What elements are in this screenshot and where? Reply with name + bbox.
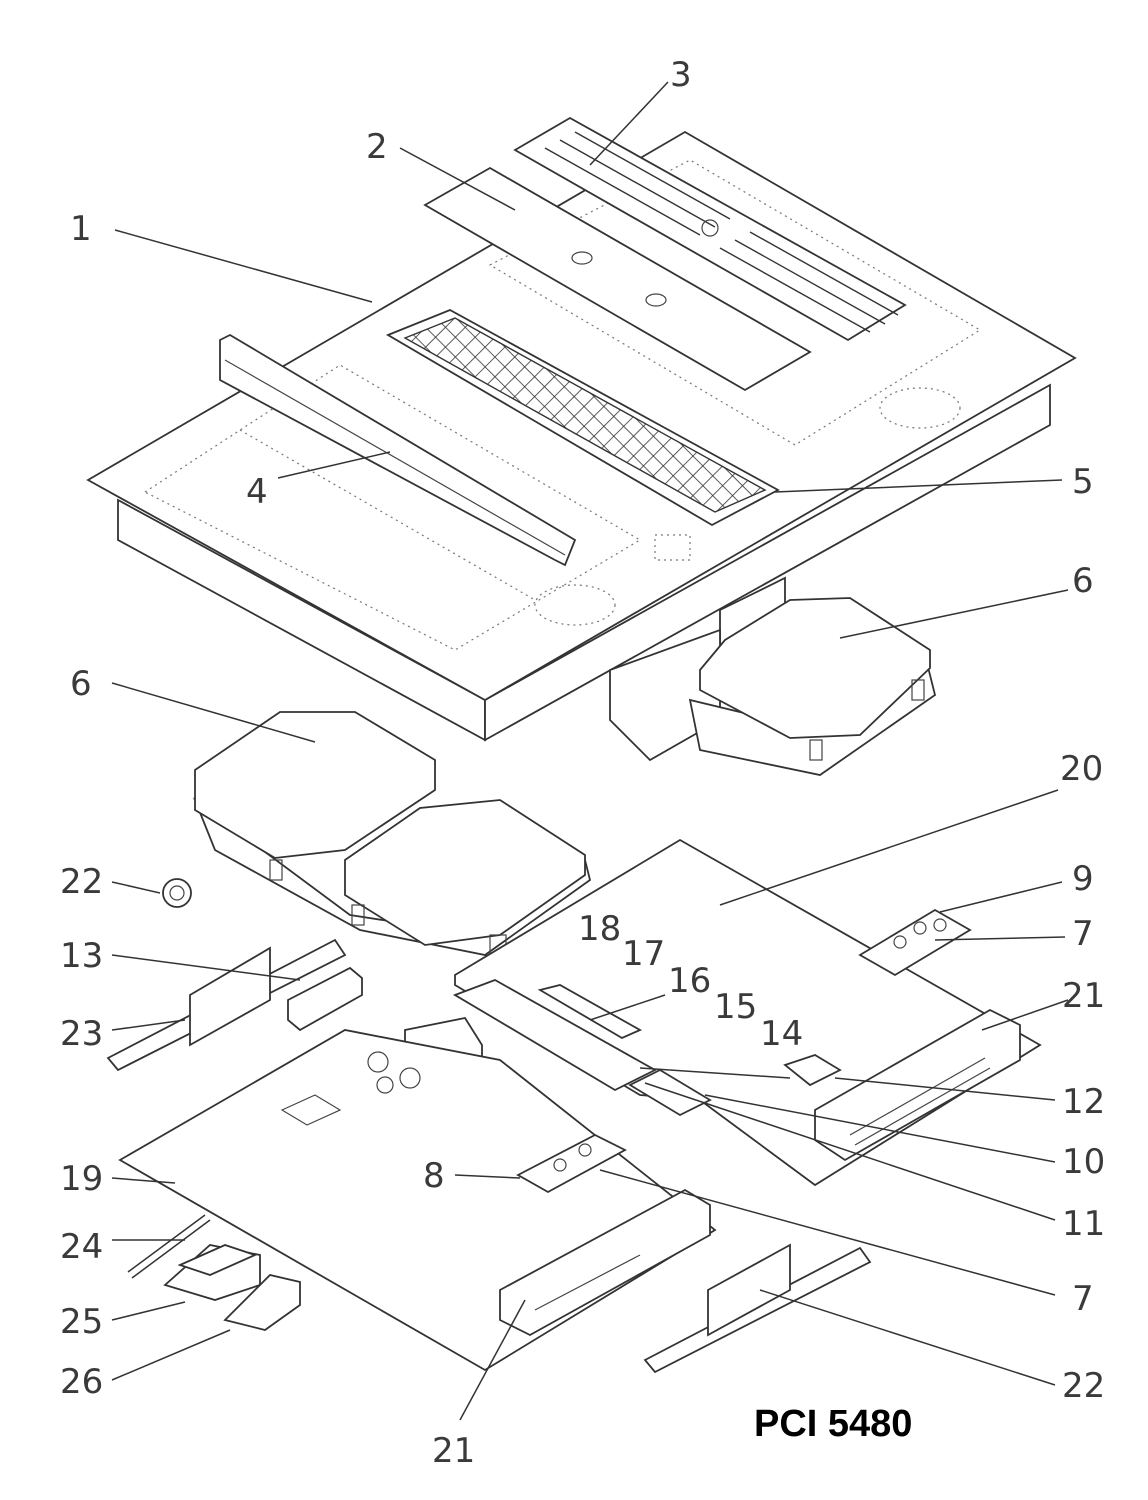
callout-11: 11 xyxy=(1062,1204,1105,1244)
callout-26: 26 xyxy=(60,1362,103,1402)
callout-23: 23 xyxy=(60,1014,103,1054)
induction-coil-right xyxy=(688,597,937,776)
callout-16: 16 xyxy=(668,961,711,1001)
callout-13: 13 xyxy=(60,936,103,976)
callout-14: 14 xyxy=(760,1014,803,1054)
induction-coil-left xyxy=(192,711,592,961)
callout-19: 19 xyxy=(60,1159,103,1199)
callout-22-lower: 22 xyxy=(1062,1366,1105,1406)
callout-7-lower: 7 xyxy=(1072,1279,1094,1319)
callout-8: 8 xyxy=(423,1156,445,1196)
callout-7-right: 7 xyxy=(1072,914,1094,954)
callout-6-right: 6 xyxy=(1072,561,1094,601)
model-label: PCI 5480 xyxy=(754,1403,912,1445)
callout-1: 1 xyxy=(70,209,92,249)
power-cable xyxy=(127,1214,211,1279)
callout-2: 2 xyxy=(366,127,388,167)
vent-grille xyxy=(513,116,907,342)
extraction-filter xyxy=(385,309,780,527)
callout-9: 9 xyxy=(1072,859,1094,899)
callout-20: 20 xyxy=(1060,749,1103,789)
callout-21-right: 21 xyxy=(1062,976,1105,1016)
circuit-board-8 xyxy=(516,1133,627,1194)
grommet xyxy=(162,878,192,908)
callout-25: 25 xyxy=(60,1302,103,1342)
callout-21-lower: 21 xyxy=(432,1431,475,1471)
callout-15: 15 xyxy=(714,987,757,1027)
filter-capacitor xyxy=(163,1244,261,1301)
callout-17: 17 xyxy=(622,934,665,974)
callout-12: 12 xyxy=(1062,1082,1105,1122)
callout-5: 5 xyxy=(1072,462,1094,502)
callout-22-upper: 22 xyxy=(60,862,103,902)
circuit-board-right xyxy=(858,908,972,977)
callout-10: 10 xyxy=(1062,1142,1105,1182)
heatsink-lower xyxy=(499,1188,711,1337)
control-board xyxy=(452,979,842,1117)
trim-bar xyxy=(219,333,577,567)
callout-3: 3 xyxy=(670,55,692,95)
leader-lines xyxy=(111,81,1069,1421)
callout-18: 18 xyxy=(578,909,621,949)
mounting-feet xyxy=(223,1274,301,1331)
insulation-sheet-22 xyxy=(643,1243,872,1374)
callout-6-left: 6 xyxy=(70,664,92,704)
control-plate xyxy=(423,166,812,392)
callout-4: 4 xyxy=(246,472,268,512)
callout-24: 24 xyxy=(60,1227,103,1267)
callout-labels: 1 2 3 4 5 6 6 20 22 9 7 13 18 17 16 15 1… xyxy=(60,55,1105,1471)
insulation-sheet-23 xyxy=(106,938,347,1072)
